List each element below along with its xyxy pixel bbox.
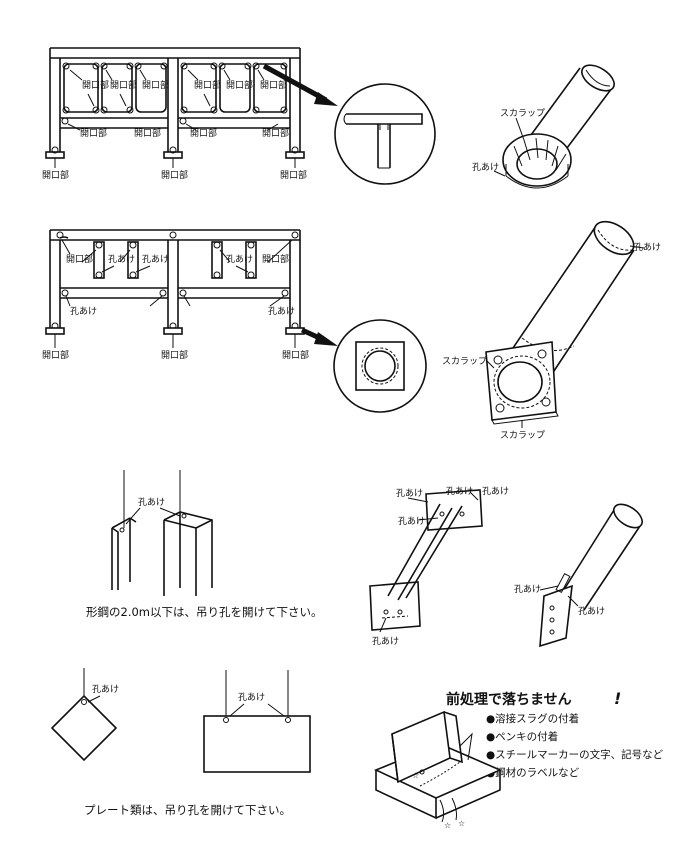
opening-label: 開口部 (80, 127, 107, 139)
pretreatment-title: 前処理で落ちません (446, 691, 572, 708)
braced-plates-figure: 孔あけ 孔あけ 孔あけ 孔あけ 孔あけ (369, 486, 509, 647)
pipe-scallop-figure: スカラップ 孔あけ (472, 64, 615, 189)
rect-plate-figure: 孔あけ プレート類は、吊り孔を開けて下さい。 (84, 670, 311, 817)
opening-label: 開口部 (161, 349, 188, 361)
opening-label: 開口部 (142, 79, 169, 91)
pretreatment-item: ●溶接スラグの付着 (486, 712, 579, 725)
pretreatment-item: ●スチールマーカーの文字、記号など (486, 748, 664, 761)
hole-label: 孔あけ (398, 516, 425, 527)
hole-label: 孔あけ (634, 242, 661, 253)
opening-label: 開口部 (262, 253, 289, 265)
hole-label: 孔あけ (578, 606, 605, 617)
hole-label: 孔あけ (226, 254, 253, 265)
hole-label: 孔あけ (138, 497, 165, 508)
opening-label: 開口部 (82, 79, 109, 91)
pretreatment-item: ●鋼材のラベルなど (486, 766, 580, 779)
hole-label: 孔あけ (396, 488, 423, 499)
pipe-slot-figure: 孔あけ 孔あけ (514, 503, 643, 648)
plate-caption: プレート類は、吊り孔を開けて下さい。 (84, 803, 291, 817)
hole-label: 孔あけ (514, 584, 541, 595)
hole-label: 孔あけ (446, 486, 473, 497)
pretreatment-item: ●ペンキの付着 (486, 730, 558, 743)
opening-label: 開口部 (42, 349, 69, 361)
scallop-label: スカラップ (442, 356, 487, 367)
hole-label: 孔あけ (482, 486, 509, 497)
hole-label: 孔あけ (238, 692, 265, 703)
scallop-label: スカラップ (500, 108, 545, 119)
pretreatment-note: 前処理で落ちません ! ●溶接スラグの付着 ●ペンキの付着 ●スチールマーカーの… (373, 689, 664, 830)
hole-label: 孔あけ (92, 684, 119, 695)
hole-label: 孔あけ (472, 162, 499, 173)
hole-label: 孔あけ (108, 254, 135, 265)
steel-sections-figure: 孔あけ 形鋼の2.0m以下は、吊り孔を開けて下さい。 (86, 470, 323, 619)
frame-openings-figure: 開口部 開口部 開口部 開口部 開口部 開口部 開口部 開口部 開口部 開口部 … (42, 47, 436, 185)
opening-label: 開口部 (282, 349, 309, 361)
star-icon: ☆ (412, 771, 419, 780)
opening-label: 開口部 (226, 79, 253, 91)
scallop-label: スカラップ (500, 430, 545, 441)
exclamation-icon: ! (614, 689, 621, 708)
opening-label: 開口部 (134, 127, 161, 139)
star-icon: ☆ (458, 819, 465, 828)
hole-label: 孔あけ (70, 306, 97, 317)
star-icon: ☆ (444, 821, 451, 830)
pipe-baseplate-figure: 孔あけ スカラップ スカラップ (442, 220, 661, 441)
opening-label: 開口部 (280, 169, 307, 181)
opening-label: 開口部 (260, 79, 287, 91)
opening-label: 開口部 (42, 169, 69, 181)
opening-label: 開口部 (190, 127, 217, 139)
hole-label: 孔あけ (142, 254, 169, 265)
opening-label: 開口部 (161, 169, 188, 181)
opening-label: 開口部 (262, 127, 289, 139)
frame-holes-figure: 開口部 孔あけ 孔あけ 孔あけ 開口部 孔あけ 孔あけ 開口部 開口部 開口部 (42, 229, 427, 413)
steel-caption: 形鋼の2.0m以下は、吊り孔を開けて下さい。 (86, 605, 323, 619)
hole-label: 孔あけ (372, 636, 399, 647)
diamond-plate-figure: 孔あけ (50, 668, 119, 762)
opening-label: 開口部 (66, 253, 93, 265)
hole-label: 孔あけ (268, 306, 295, 317)
opening-label: 開口部 (110, 79, 137, 91)
opening-label: 開口部 (194, 79, 221, 91)
